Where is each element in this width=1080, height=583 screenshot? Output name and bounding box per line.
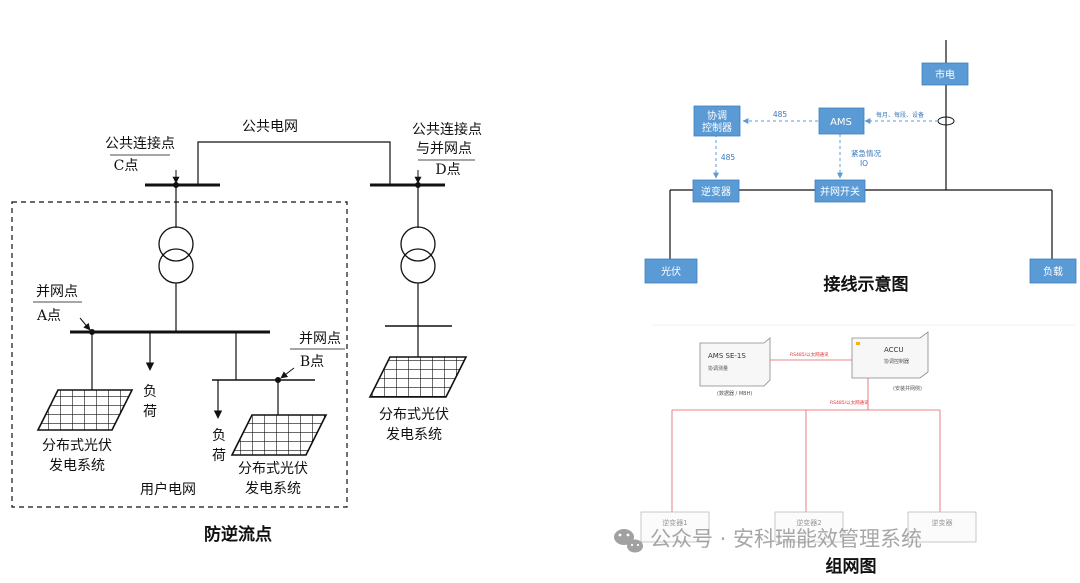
link-label-top: RS485/以太网通讯 [790, 351, 829, 358]
coord-controller-box [693, 105, 741, 137]
user-grid-label: 用户电网 [140, 481, 196, 498]
user-grid-frame [11, 201, 348, 508]
pv-3-label-2: 发电系统 [386, 427, 442, 443]
load-1-label-1: 负 [143, 384, 157, 400]
load-2-label-1: 负 [212, 428, 226, 444]
pv-box [644, 258, 698, 284]
signal-label: 每月、每段、设备 [876, 111, 924, 119]
pcc-c-label-2: C点 [114, 158, 139, 174]
wechat-icon [614, 529, 643, 553]
meter-sub: 协调测量 [708, 365, 728, 372]
inverter-2-box [774, 511, 844, 543]
wiring-caption: 接线示意图 [824, 274, 909, 295]
ams-box [818, 107, 865, 135]
accu-name: ACCU [884, 346, 904, 354]
pcc-c-label-1: 公共连接点 [105, 135, 175, 152]
accu-sub: 协调控制器 [884, 358, 909, 365]
load-1-label-2: 荷 [143, 404, 157, 420]
inverter-3-box [907, 511, 977, 543]
load-2-label-2: 荷 [212, 448, 226, 464]
meter-note: (数据器 / MBH) [717, 390, 752, 397]
transformer-left-top [158, 226, 194, 262]
public-grid-label: 公共电网 [242, 119, 298, 135]
pcc-d-label-3: D点 [435, 162, 460, 178]
pv-1-label-2: 发电系统 [49, 458, 105, 474]
grid-b-label-1: 并网点 [299, 331, 341, 347]
network-caption: 组网图 [826, 556, 877, 577]
transformer-right-bottom [400, 248, 436, 284]
pv-panels [36, 356, 468, 456]
watermark: 公众号 · 安科瑞能效管理系统 [614, 527, 922, 553]
grid-a-label-2: A点 [36, 308, 61, 324]
mains-label: 市电 [935, 68, 955, 81]
load-box [1029, 258, 1077, 284]
pv-panel-1 [36, 389, 134, 431]
network-diagram: AMS SE-1S 协调测量 (数据器 / MBH) ACCU 协调控制器 (安… [640, 324, 1075, 577]
transformer-left-bottom [158, 248, 194, 284]
link-label-mid: RS485/以太网通讯 [830, 399, 869, 406]
grid-switch-box [814, 179, 866, 203]
grid-switch-label: 并网开关 [820, 185, 860, 198]
pcc-d-label-2: 与并网点 [416, 141, 472, 157]
pv-panel-3 [368, 356, 468, 398]
pv-2-label-1: 分布式光伏 [238, 461, 308, 477]
mains-box [921, 62, 969, 86]
left-diagram [11, 141, 452, 508]
wiring-diagram: 市电 AMS 协调 控制器 逆变器 并网开关 光伏 负载 485 485 每月、… [644, 40, 1077, 295]
emergency-label-2: IO [860, 159, 868, 168]
emergency-label-1: 紧急情况 [851, 148, 881, 158]
inverter-3-label: 逆变器 [932, 518, 953, 527]
grid-a-label-1: 并网点 [36, 284, 78, 300]
pv-panel-2 [230, 414, 328, 456]
inverter-2-label: 逆变器2 [796, 518, 821, 527]
public-grid-line [197, 141, 391, 185]
pv-2-label-2: 发电系统 [245, 481, 301, 497]
inverter-1-box [640, 511, 710, 543]
load-label: 负载 [1043, 265, 1063, 278]
label-485-horizontal: 485 [773, 110, 788, 119]
coord-label-1: 协调 [707, 109, 727, 122]
ams-label: AMS [830, 117, 852, 128]
pcc-d-label-1: 公共连接点 [412, 121, 482, 138]
label-485-vertical: 485 [721, 153, 736, 162]
left-caption: 防逆流点 [204, 524, 272, 545]
transformer-right-top [400, 226, 436, 262]
coord-label-2: 控制器 [702, 121, 732, 134]
pv-1-label-1: 分布式光伏 [42, 438, 112, 454]
inverter-box [692, 179, 740, 203]
inverter-label: 逆变器 [701, 185, 731, 198]
accu-device [851, 331, 929, 379]
pv-label: 光伏 [661, 265, 681, 278]
accu-note: (安装并网侧) [893, 385, 922, 392]
inverter-1-label: 逆变器1 [662, 518, 687, 527]
ams-meter-device [699, 337, 771, 387]
pv-3-label-1: 分布式光伏 [379, 407, 449, 423]
watermark-text: 公众号 · 安科瑞能效管理系统 [650, 527, 922, 551]
grid-b-label-2: B点 [300, 354, 324, 370]
meter-name: AMS SE-1S [708, 352, 746, 360]
